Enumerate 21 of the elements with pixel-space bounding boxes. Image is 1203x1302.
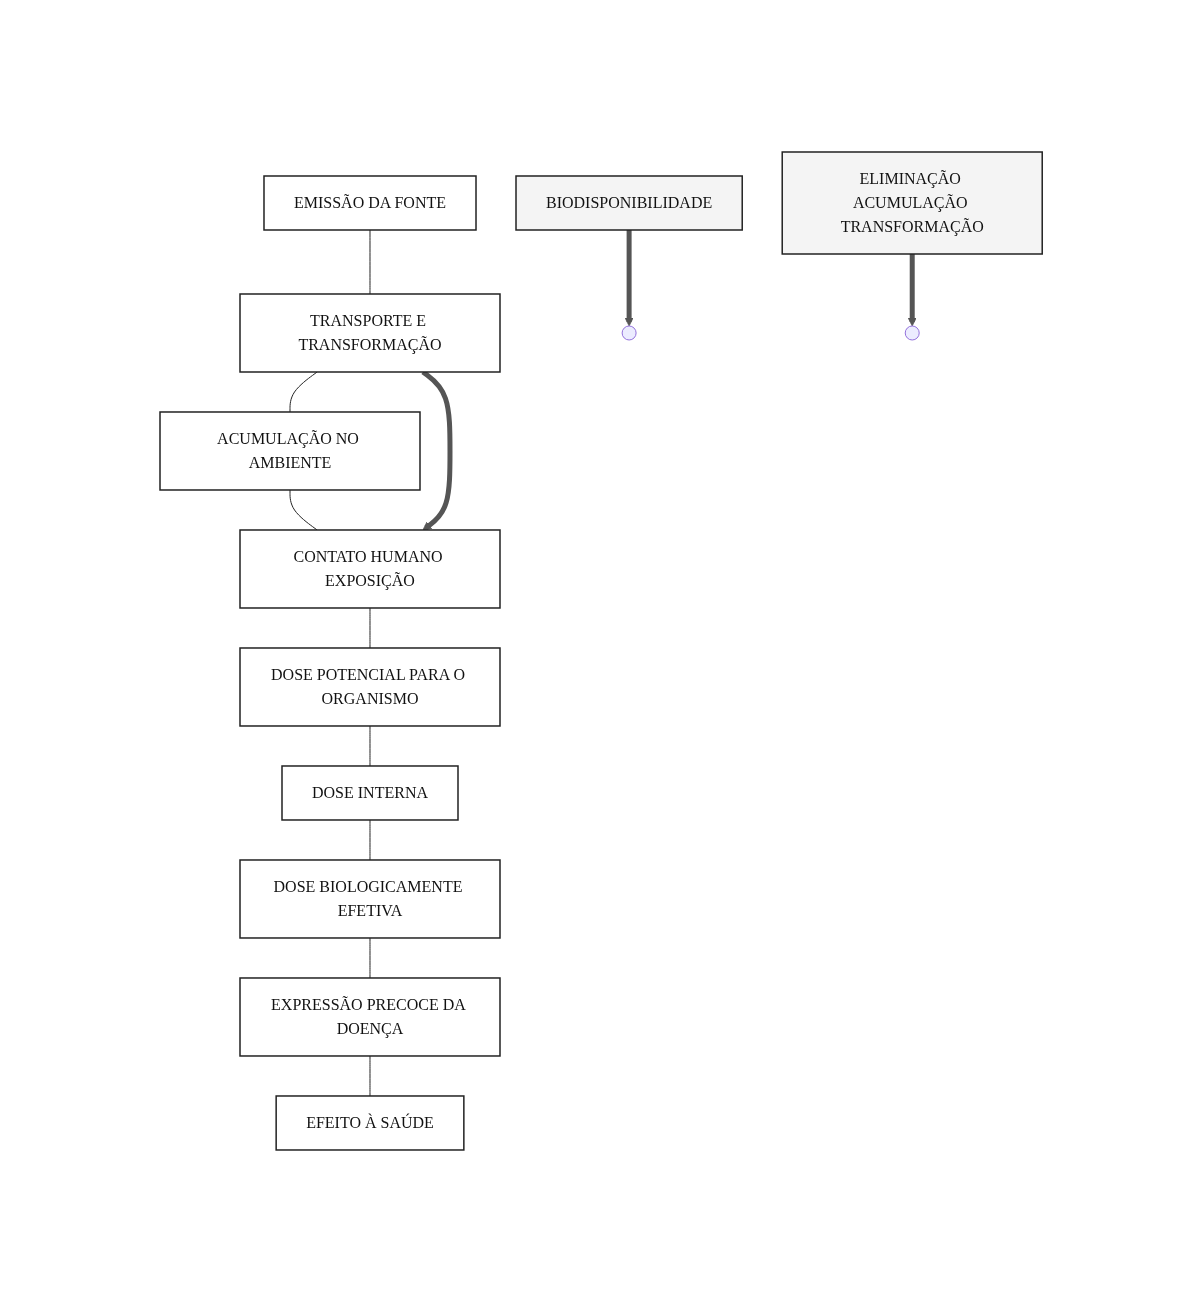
connector bbox=[369, 1055, 371, 1097]
arrow bbox=[908, 254, 917, 327]
connector bbox=[369, 229, 371, 295]
node-box: DOSE BIOLOGICAMENTE EFETIVA bbox=[239, 859, 502, 939]
node-box: EFEITO À SAÚDE bbox=[275, 1095, 465, 1151]
node-box: DOSE POTENCIAL PARA O ORGANISMO bbox=[239, 647, 502, 727]
node-box: CONTATO HUMANO EXPOSIÇÃO bbox=[239, 529, 502, 609]
node-box: EMISSÃO DA FONTE bbox=[263, 175, 478, 231]
node-box: TRANSPORTE E TRANSFORMAÇÃO bbox=[239, 293, 502, 373]
connector bbox=[369, 607, 371, 649]
connector bbox=[289, 371, 318, 413]
connector bbox=[369, 725, 371, 767]
node-box: EXPRESSÃO PRECOCE DA DOENÇA bbox=[239, 977, 502, 1057]
connector bbox=[369, 937, 371, 979]
node-box: BIODISPONIBILIDADE bbox=[515, 175, 744, 231]
connector bbox=[289, 489, 318, 531]
node-box: ACUMULAÇÃO NO AMBIENTE bbox=[159, 411, 422, 491]
arrow bbox=[625, 230, 634, 327]
node-box: DOSE INTERNA bbox=[281, 765, 460, 821]
connector bbox=[369, 819, 371, 861]
node-box: ELIMINAÇÃO ACUMULAÇÃO TRANSFORMAÇÃO bbox=[781, 151, 1044, 255]
